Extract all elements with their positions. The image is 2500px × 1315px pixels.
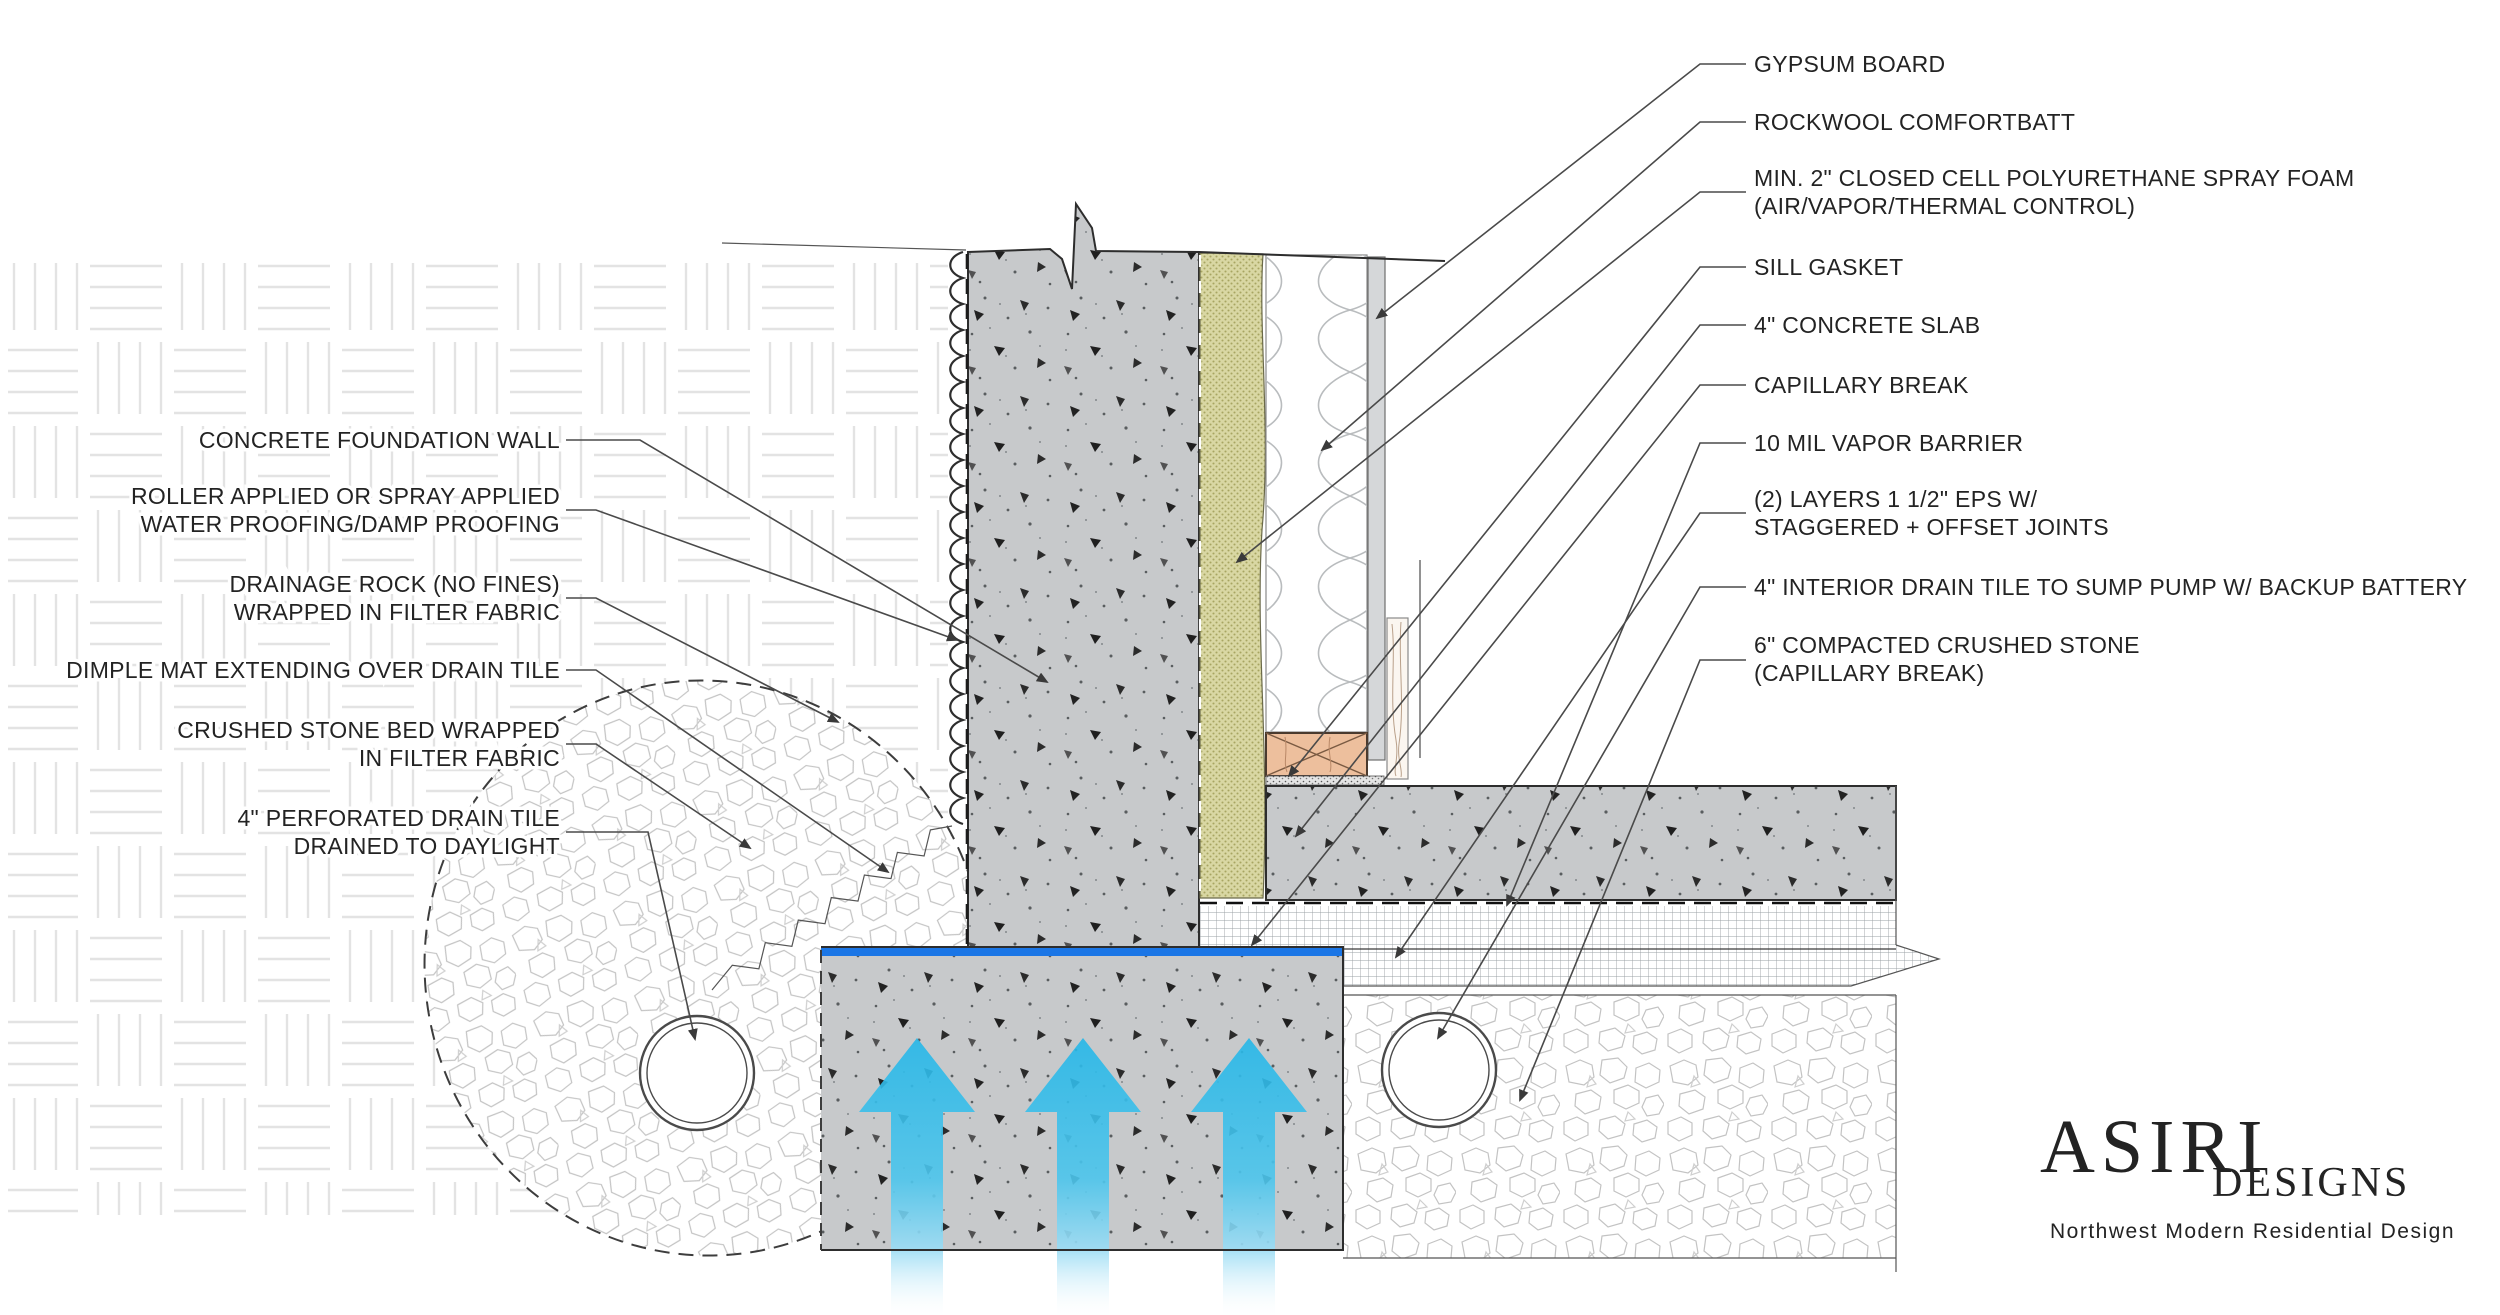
- leader-line: [1250, 384, 1746, 947]
- leader-line: [1519, 659, 1746, 1102]
- callout-label: SILL GASKET: [1754, 254, 1903, 280]
- leader-line: [1235, 191, 1746, 564]
- capillary-break-line: [821, 947, 1343, 956]
- callout-label: WATER PROOFING/DAMP PROOFING: [141, 511, 560, 537]
- moisture-arrow: [859, 1038, 975, 1315]
- wood-framing-edge: [1386, 560, 1421, 780]
- callout-label: DRAINED TO DAYLIGHT: [294, 833, 560, 859]
- sill-gasket-layer: [1265, 775, 1385, 786]
- leader-line: [1294, 324, 1746, 838]
- callout-label: ROLLER APPLIED OR SPRAY APPLIED: [131, 483, 560, 509]
- callout-label: GYPSUM BOARD: [1754, 51, 1945, 77]
- concrete-foundation-wall: [967, 200, 1200, 949]
- leader-line: [566, 509, 959, 642]
- callout-label: CRUSHED STONE BED WRAPPED: [177, 717, 560, 743]
- callout-label: STAGGERED + OFFSET JOINTS: [1754, 514, 2109, 540]
- callout-label: WRAPPED IN FILTER FABRIC: [234, 599, 560, 625]
- dimple-mat-diagonal: [711, 825, 953, 991]
- left-callouts: CONCRETE FOUNDATION WALL ROLLER APPLIED …: [63, 424, 564, 863]
- moisture-arrow: [1025, 1038, 1141, 1315]
- spray-foam-layer: [1199, 252, 1266, 899]
- callout-label: IN FILTER FABRIC: [359, 745, 560, 771]
- leader-line: [566, 831, 698, 1041]
- callout-label: MIN. 2" CLOSED CELL POLYURETHANE SPRAY F…: [1754, 165, 2354, 191]
- callout-label: DIMPLE MAT EXTENDING OVER DRAIN TILE: [66, 657, 560, 683]
- footing-outline: [821, 946, 1344, 1251]
- leader-line: [1436, 586, 1746, 1040]
- leader-line: [1506, 442, 1746, 907]
- floor-cut-line: [1198, 251, 1446, 262]
- batt-insulation-pattern: [1266, 255, 1367, 732]
- eps-insulation-band: [1200, 906, 1939, 986]
- callout-label: ROCKWOOL COMFORTBATT: [1754, 109, 2075, 135]
- leader-line: [566, 743, 752, 850]
- leader-lines: [566, 63, 1746, 1102]
- leader-line: [1375, 63, 1746, 320]
- callout-label: (2) LAYERS 1 1/2" EPS W/: [1754, 486, 2038, 512]
- leader-line: [566, 439, 1049, 684]
- callout-label: 4" INTERIOR DRAIN TILE TO SUMP PUMP W/ B…: [1754, 574, 2467, 600]
- eps-band-edge: [1343, 944, 1941, 987]
- callout-label: DRAINAGE ROCK (NO FINES): [229, 571, 560, 597]
- drain-tile-left: [638, 1014, 756, 1132]
- callout-label: CAPILLARY BREAK: [1754, 372, 1969, 398]
- leader-line: [566, 669, 890, 874]
- logo-suffix: DESIGNS: [2212, 1160, 2410, 1206]
- callout-label: 4" PERFORATED DRAIN TILE: [237, 805, 560, 831]
- moisture-arrow: [1191, 1038, 1307, 1315]
- gypsum-board-layer: [1367, 256, 1386, 761]
- leader-line: [1287, 266, 1746, 778]
- grade-line: [721, 242, 967, 251]
- logo-name: ASIRI: [2040, 1105, 2268, 1189]
- concrete-slab: [1265, 785, 1897, 901]
- callout-label: CONCRETE FOUNDATION WALL: [199, 427, 560, 453]
- leader-line: [566, 597, 840, 723]
- callout-label: 10 MIL VAPOR BARRIER: [1754, 430, 2023, 456]
- sill-plate: [1265, 732, 1368, 777]
- callout-label: 4" CONCRETE SLAB: [1754, 312, 1980, 338]
- callout-label: (AIR/VAPOR/THERMAL CONTROL): [1754, 193, 2135, 219]
- leader-line: [1394, 512, 1746, 959]
- moisture-arrows: [859, 1038, 1307, 1315]
- right-callouts: GYPSUM BOARD ROCKWOOL COMFORTBATT MIN. 2…: [1751, 48, 2471, 690]
- asiri-designs-logo: ASIRI DESIGNS Northwest Modern Residenti…: [2040, 1105, 2455, 1243]
- callout-label: 6" COMPACTED CRUSHED STONE: [1754, 632, 2140, 658]
- logo-tagline: Northwest Modern Residential Design: [2050, 1220, 2455, 1243]
- leader-line: [1320, 121, 1746, 452]
- stone-band-edges: [1343, 994, 1896, 1259]
- drain-tile-right: [1380, 1011, 1498, 1129]
- callout-label: (CAPILLARY BREAK): [1754, 660, 1985, 686]
- dimple-mat: [949, 250, 967, 826]
